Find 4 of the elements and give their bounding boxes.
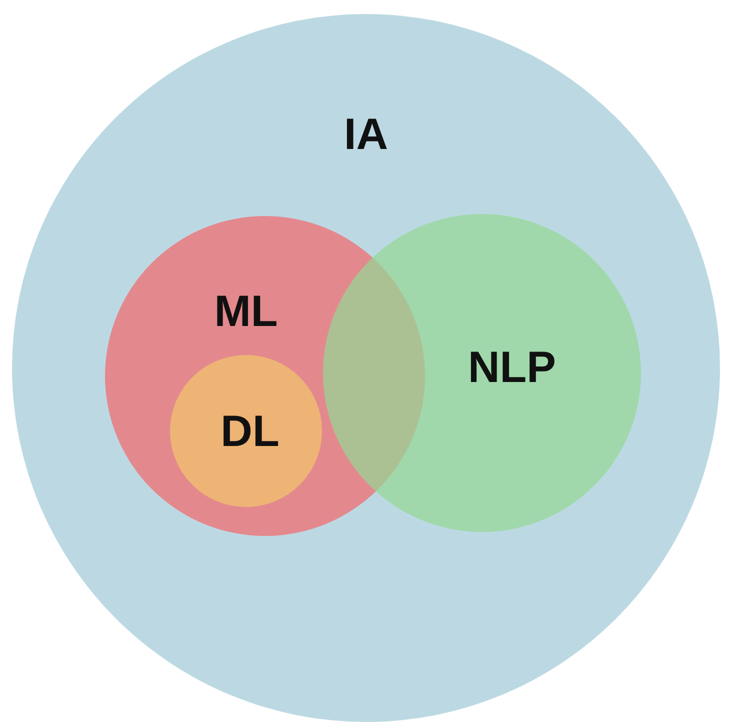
- circle-label: IA: [344, 113, 388, 157]
- circle-label: ML: [214, 290, 278, 334]
- circle-label: DL: [220, 410, 280, 454]
- circle-label: NLP: [468, 346, 556, 390]
